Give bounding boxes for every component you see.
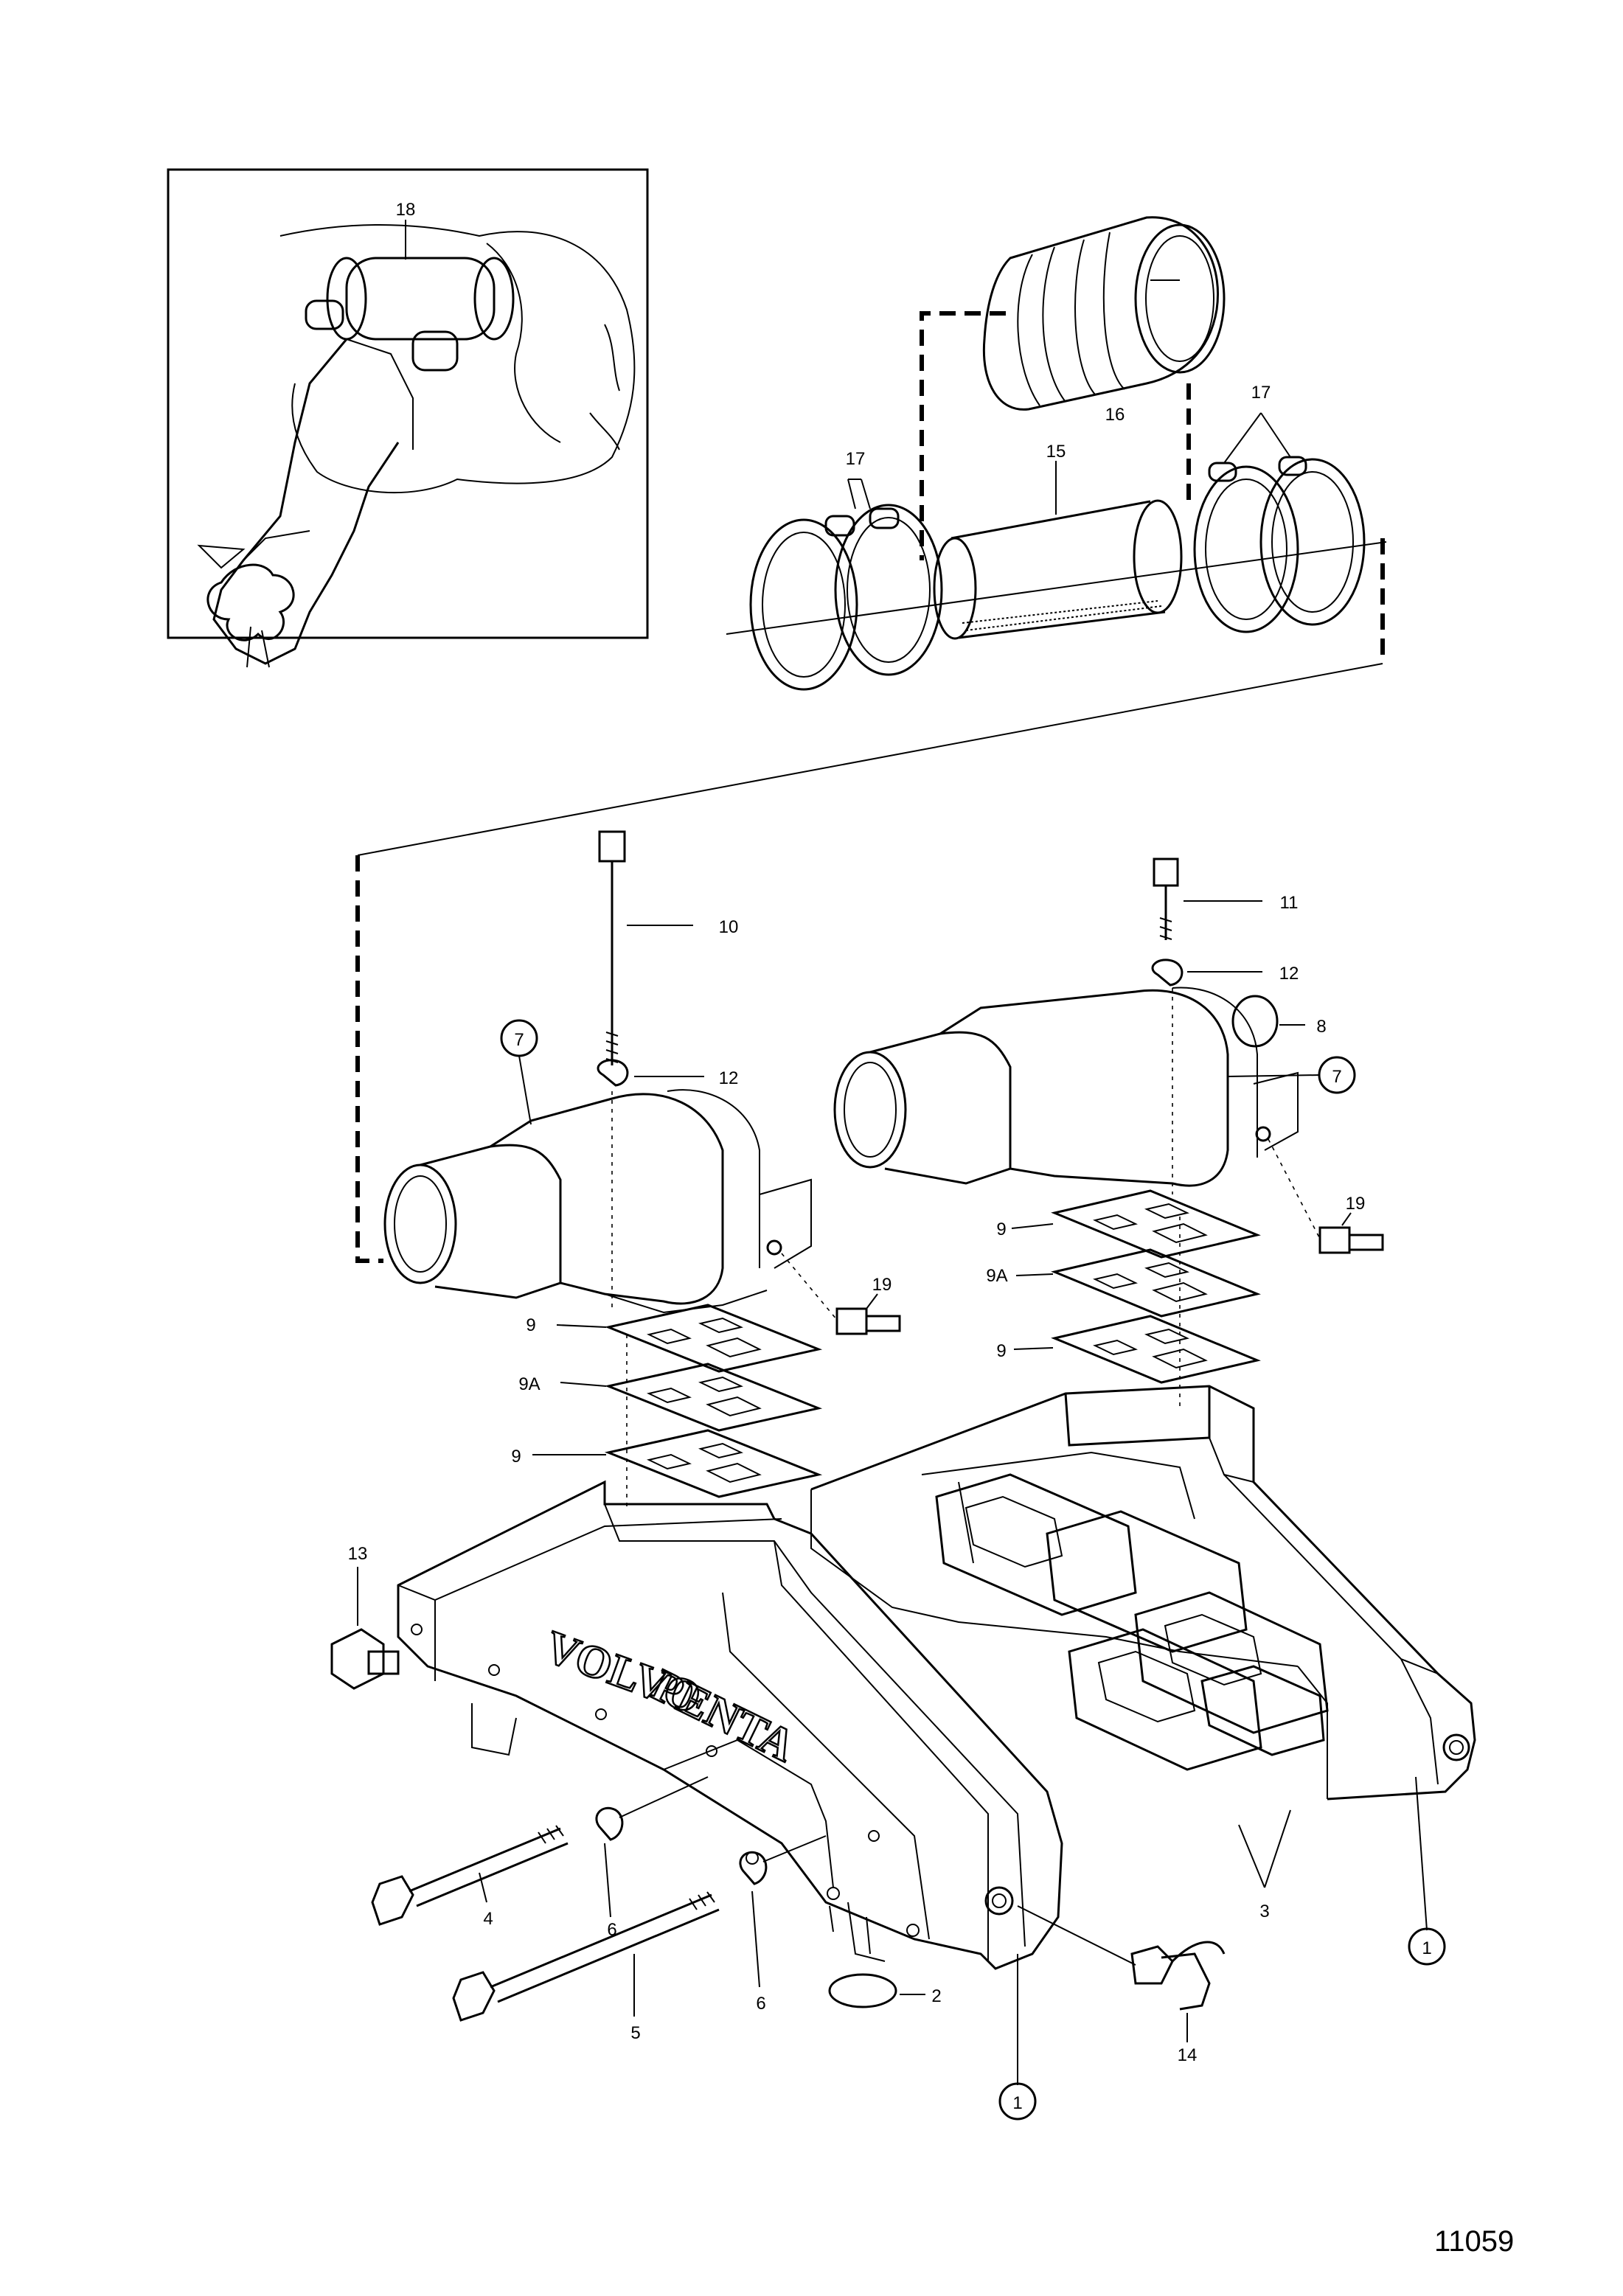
callout-11: 11 [1280, 893, 1299, 913]
callout-5: 5 [630, 2023, 640, 2043]
callout-14: 14 [1178, 2045, 1198, 2065]
hose-clamps-right [1193, 412, 1366, 633]
callout-3: 3 [1259, 1902, 1269, 1921]
callout-6-lower: 6 [756, 1994, 765, 2014]
callout-10: 10 [719, 917, 739, 937]
callout-16: 16 [1105, 405, 1125, 425]
callout-8: 8 [1316, 1017, 1326, 1037]
inset-engine-overview: 18 [167, 168, 649, 668]
callout-9-left-top: 9 [526, 1315, 535, 1335]
callout-2: 2 [931, 1986, 941, 2006]
callout-6-upper: 6 [607, 1920, 616, 1940]
callout-18: 18 [396, 200, 416, 220]
callout-7-left: 7 [514, 1030, 524, 1050]
callout-9-right-top: 9 [996, 1220, 1006, 1239]
callout-12-left: 12 [719, 1068, 739, 1088]
drain-plug: 13 [330, 1544, 400, 1690]
elbow-right: 11 12 8 7 19 9 9A [833, 857, 1384, 1408]
callout-17-right: 17 [1251, 383, 1271, 403]
callout-12-right: 12 [1279, 964, 1299, 984]
callout-7-right: 7 [1332, 1067, 1341, 1087]
figure-number: 11059 [1434, 2225, 1515, 2258]
mounting-bolts: 4 5 6 6 [371, 1776, 827, 2043]
manifold-cap: 2 [828, 1905, 942, 2008]
callout-19-left: 19 [872, 1275, 892, 1295]
manifold-gaskets: 3 [935, 1473, 1329, 1921]
callout-4: 4 [483, 1909, 493, 1929]
manifold-emblem-penta: PENTA [644, 1660, 803, 1771]
exhaust-hose-assembly: 16 15 17 17 [726, 216, 1387, 691]
callout-19-right: 19 [1346, 1194, 1366, 1214]
elbow-left: 10 12 7 19 9 9A 9 [383, 830, 901, 1511]
exhaust-manifold-front: VOLVO PENTA 1 [397, 1480, 1063, 2121]
exhaust-manifold-rear: 1 [810, 1385, 1476, 1966]
callout-15: 15 [1046, 442, 1066, 462]
callout-17-left: 17 [846, 449, 866, 469]
callout-9-right-bottom: 9 [996, 1341, 1006, 1361]
callout-1-right: 1 [1422, 1938, 1431, 1958]
callout-9A-left: 9A [518, 1374, 540, 1394]
angle-fitting: 14 [1017, 1905, 1226, 2065]
hose-clamps-left [749, 479, 943, 691]
callout-9-left-bottom: 9 [511, 1447, 521, 1467]
callout-13: 13 [348, 1544, 368, 1564]
callout-9A-right: 9A [986, 1266, 1007, 1286]
callout-1-left: 1 [1012, 2093, 1022, 2113]
